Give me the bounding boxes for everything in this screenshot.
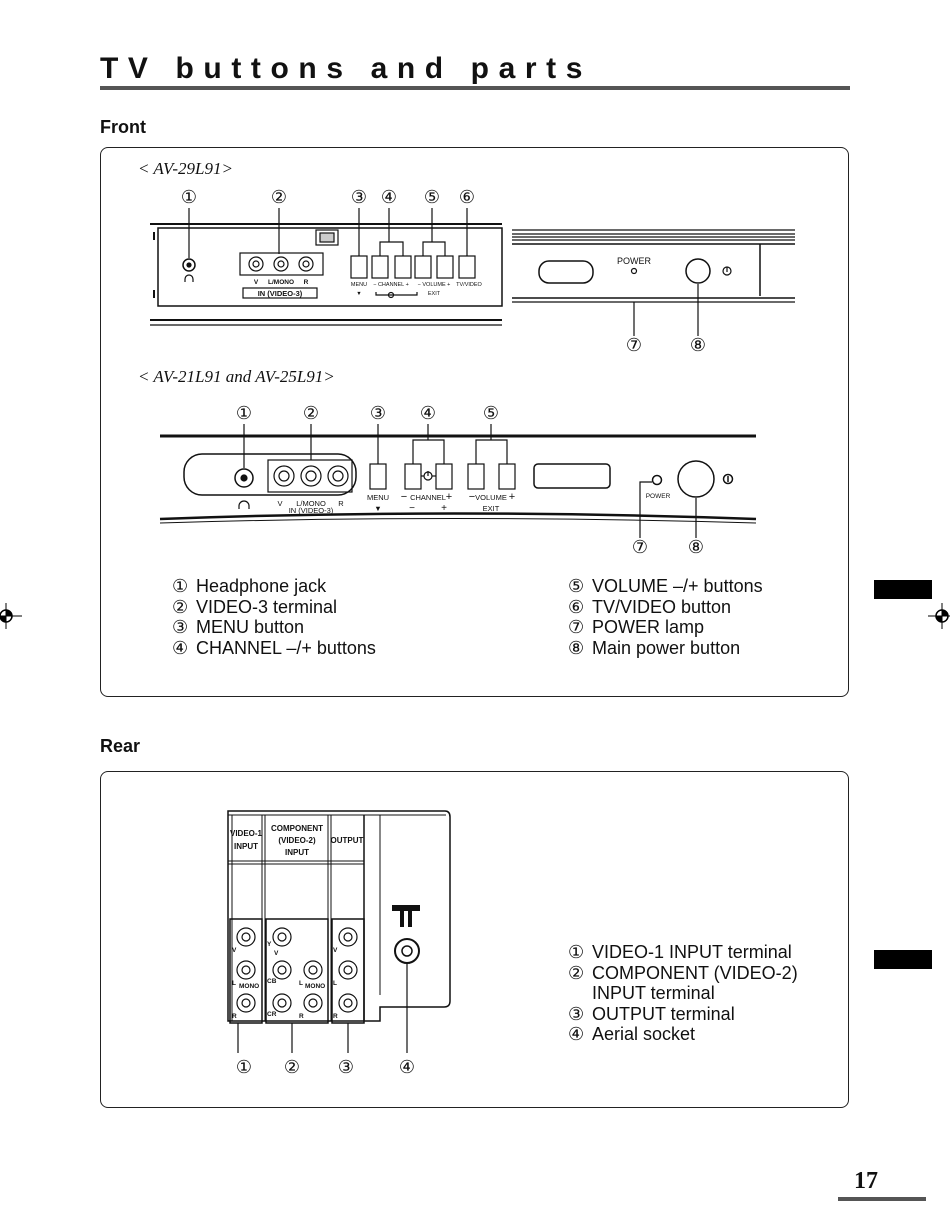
svg-text:−: − xyxy=(401,491,407,503)
svg-text:VOLUME: VOLUME xyxy=(475,493,507,502)
section-tab-mark xyxy=(874,580,932,599)
svg-text:INPUT: INPUT xyxy=(234,842,258,851)
svg-text:MONO: MONO xyxy=(239,983,259,990)
svg-text:V: V xyxy=(254,279,259,286)
svg-text:MONO: MONO xyxy=(305,983,325,990)
svg-text:V: V xyxy=(277,499,282,508)
svg-text:CHANNEL: CHANNEL xyxy=(410,493,446,502)
svg-text:V: V xyxy=(232,947,237,954)
svg-text:+: + xyxy=(446,491,452,503)
svg-text:POWER: POWER xyxy=(646,493,671,500)
svg-text:CB: CB xyxy=(267,978,277,985)
svg-text:R: R xyxy=(304,279,309,286)
callout-4: ④ xyxy=(420,403,436,423)
svg-text:Y: Y xyxy=(267,941,272,948)
callout-4: ④ xyxy=(381,187,397,207)
rear-box xyxy=(100,771,849,1108)
svg-text:IN (VIDEO-3): IN (VIDEO-3) xyxy=(258,289,303,298)
rear-heading: Rear xyxy=(100,736,141,756)
rear-panel-diagram: VIDEO-1 INPUT COMPONENT (VIDEO-2) INPUT … xyxy=(227,810,451,1077)
svg-text:TV/VIDEO: TV/VIDEO xyxy=(456,282,482,288)
svg-text:+: + xyxy=(441,503,447,514)
svg-text:V: V xyxy=(333,947,338,954)
callout-2: ② xyxy=(271,187,287,207)
svg-text:−: − xyxy=(409,503,415,514)
front-box xyxy=(100,147,849,697)
svg-text:R: R xyxy=(299,1013,304,1020)
model-label-av21-25: < AV-21L91 and AV-25L91> xyxy=(138,367,335,386)
svg-text:R: R xyxy=(232,1013,237,1020)
callout-1: ① xyxy=(181,187,197,207)
front-diagram-av29: ① ② ③ ④ ⑤ ⑥ ⑦ ⑧ xyxy=(150,187,795,355)
callout-2: ② xyxy=(284,1057,300,1077)
svg-text:INPUT: INPUT xyxy=(285,848,309,857)
svg-text:R: R xyxy=(333,1013,338,1020)
svg-text:OUTPUT: OUTPUT xyxy=(331,836,364,845)
front-diagram-av21-25: ① ② ③ ④ ⑤ ⑦ ⑧ xyxy=(159,403,757,557)
callout-8: ⑧ xyxy=(690,335,706,355)
callout-7: ⑦ xyxy=(632,537,648,557)
svg-text:+: + xyxy=(509,491,515,503)
callout-4: ④ xyxy=(399,1057,415,1077)
svg-text:EXIT: EXIT xyxy=(483,504,500,513)
svg-text:R: R xyxy=(338,499,344,508)
callout-3: ③ xyxy=(351,187,367,207)
svg-text:EXIT: EXIT xyxy=(428,291,441,297)
callout-6: ⑥ xyxy=(459,187,475,207)
callout-2: ② xyxy=(303,403,319,423)
callout-8: ⑧ xyxy=(688,537,704,557)
callout-3: ③ xyxy=(370,403,386,423)
svg-text:− VOLUME +: − VOLUME + xyxy=(418,282,451,288)
svg-text:VIDEO-1: VIDEO-1 xyxy=(230,829,263,838)
svg-text:▼: ▼ xyxy=(374,504,381,513)
svg-text:L/MONO: L/MONO xyxy=(296,499,326,508)
callout-5: ⑤ xyxy=(483,403,499,423)
svg-text:IN (VIDEO-3): IN (VIDEO-3) xyxy=(289,506,334,515)
callout-1: ① xyxy=(236,1057,252,1077)
page-number-rule xyxy=(838,1197,926,1201)
callout-3: ③ xyxy=(338,1057,354,1077)
svg-text:MENU: MENU xyxy=(367,493,389,502)
registration-mark-right xyxy=(928,603,950,629)
svg-text:CR: CR xyxy=(267,1011,277,1018)
legend-item: INPUT terminal xyxy=(592,983,715,1004)
front-heading: Front xyxy=(100,117,146,137)
svg-text:V: V xyxy=(274,950,279,957)
model-label-av29: < AV-29L91> xyxy=(138,159,233,178)
svg-text:L: L xyxy=(232,980,236,987)
svg-text:−: − xyxy=(469,491,475,503)
svg-text:L: L xyxy=(333,980,337,987)
svg-text:(VIDEO-2): (VIDEO-2) xyxy=(278,836,316,845)
svg-text:MENU: MENU xyxy=(351,282,367,288)
page-title: TV buttons and parts xyxy=(100,52,592,85)
svg-text:− CHANNEL +: − CHANNEL + xyxy=(373,282,409,288)
callout-1: ① xyxy=(236,403,252,423)
svg-text:▼: ▼ xyxy=(356,291,361,297)
svg-text:L/MONO: L/MONO xyxy=(268,279,294,286)
svg-text:COMPONENT: COMPONENT xyxy=(271,824,323,833)
page-number: 17 xyxy=(854,1168,878,1194)
svg-text:POWER: POWER xyxy=(617,256,652,266)
svg-text:L: L xyxy=(299,980,303,987)
title-rule xyxy=(100,86,850,90)
section-tab-mark xyxy=(874,950,932,969)
callout-7: ⑦ xyxy=(626,335,642,355)
callout-5: ⑤ xyxy=(424,187,440,207)
registration-mark-left xyxy=(0,603,22,629)
